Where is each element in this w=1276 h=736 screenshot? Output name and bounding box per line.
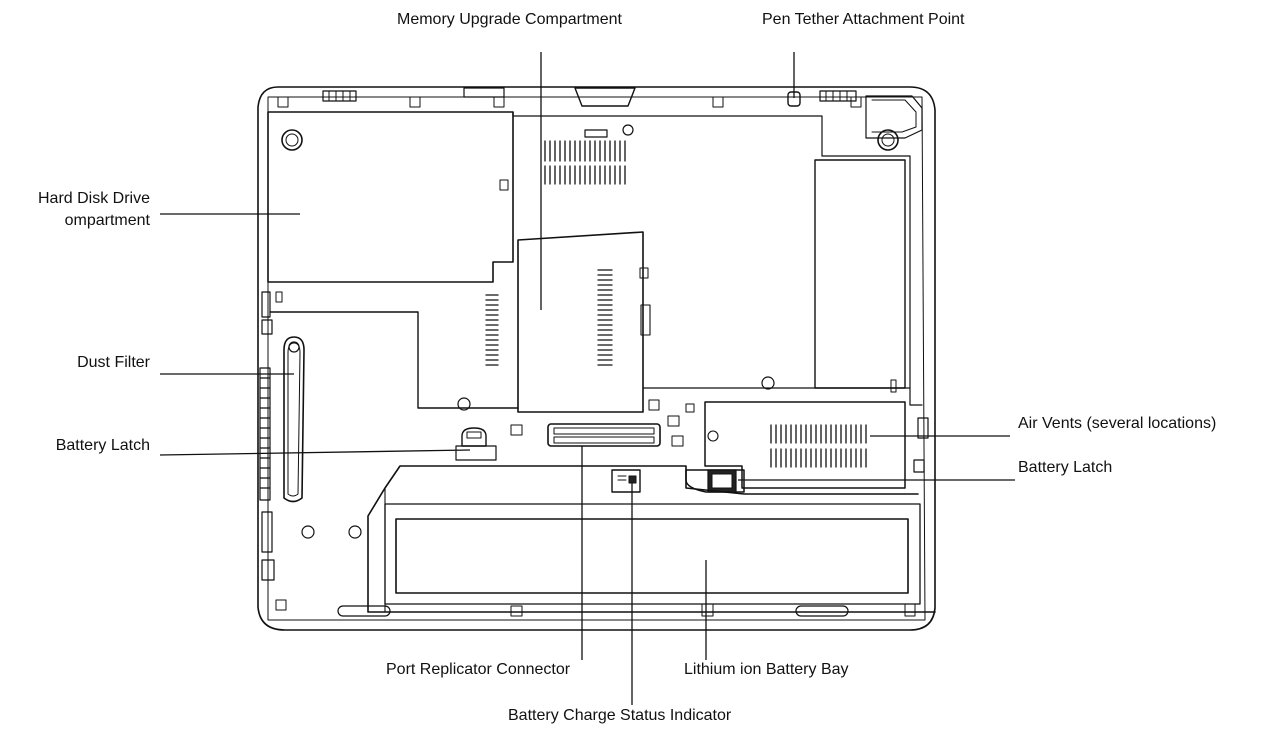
memory-area-outline: [512, 111, 923, 406]
label-battery-latch-left: Battery Latch: [10, 435, 150, 457]
hdd-compartment: [267, 111, 514, 283]
label-pen-tether: Pen Tether Attachment Point: [762, 11, 965, 28]
label-dust-filter: Dust Filter: [10, 352, 150, 374]
memory-vents-left: [485, 294, 499, 366]
leader-battery-latch-left: [159, 449, 471, 456]
label-memory-upgrade: Memory Upgrade Compartment: [397, 11, 622, 28]
leader-lines: [159, 52, 1015, 705]
right-compartment: [814, 159, 906, 389]
label-dust-filter-text: Dust Filter: [77, 354, 150, 371]
battery-latch-left: [461, 427, 487, 447]
label-hard-disk: Hard Disk Drive ompartment: [10, 188, 150, 232]
battery-charge-indicator: [611, 469, 641, 493]
label-hard-disk-line2: ompartment: [64, 212, 150, 229]
label-lithium-battery-bay: Lithium ion Battery Bay: [684, 661, 849, 678]
memory-vents-right: [597, 269, 613, 366]
hinge-vent-left: [322, 90, 357, 102]
chassis-inner-edge: [267, 96, 926, 621]
battery-bay-inner: [384, 503, 921, 605]
air-vents: [770, 424, 867, 468]
label-port-replicator: Port Replicator Connector: [386, 661, 571, 678]
dust-filter: [283, 336, 305, 503]
port-replicator-connector: [547, 423, 661, 447]
label-hard-disk-line1: Hard Disk Drive: [37, 190, 150, 207]
chassis-outline: [257, 86, 936, 631]
label-battery-latch-right: Battery Latch: [1018, 459, 1113, 476]
memory-vents-top: [544, 140, 626, 185]
memory-compartment-cover: [517, 231, 644, 413]
hinge-vent-right: [819, 90, 857, 102]
label-battery-latch-left-text: Battery Latch: [55, 437, 150, 454]
air-vents-panel: [704, 401, 906, 489]
label-battery-charge-status: Battery Charge Status Indicator: [508, 707, 732, 724]
side-vents: [259, 367, 271, 501]
label-air-vents: Air Vents (several locations): [1018, 415, 1217, 432]
